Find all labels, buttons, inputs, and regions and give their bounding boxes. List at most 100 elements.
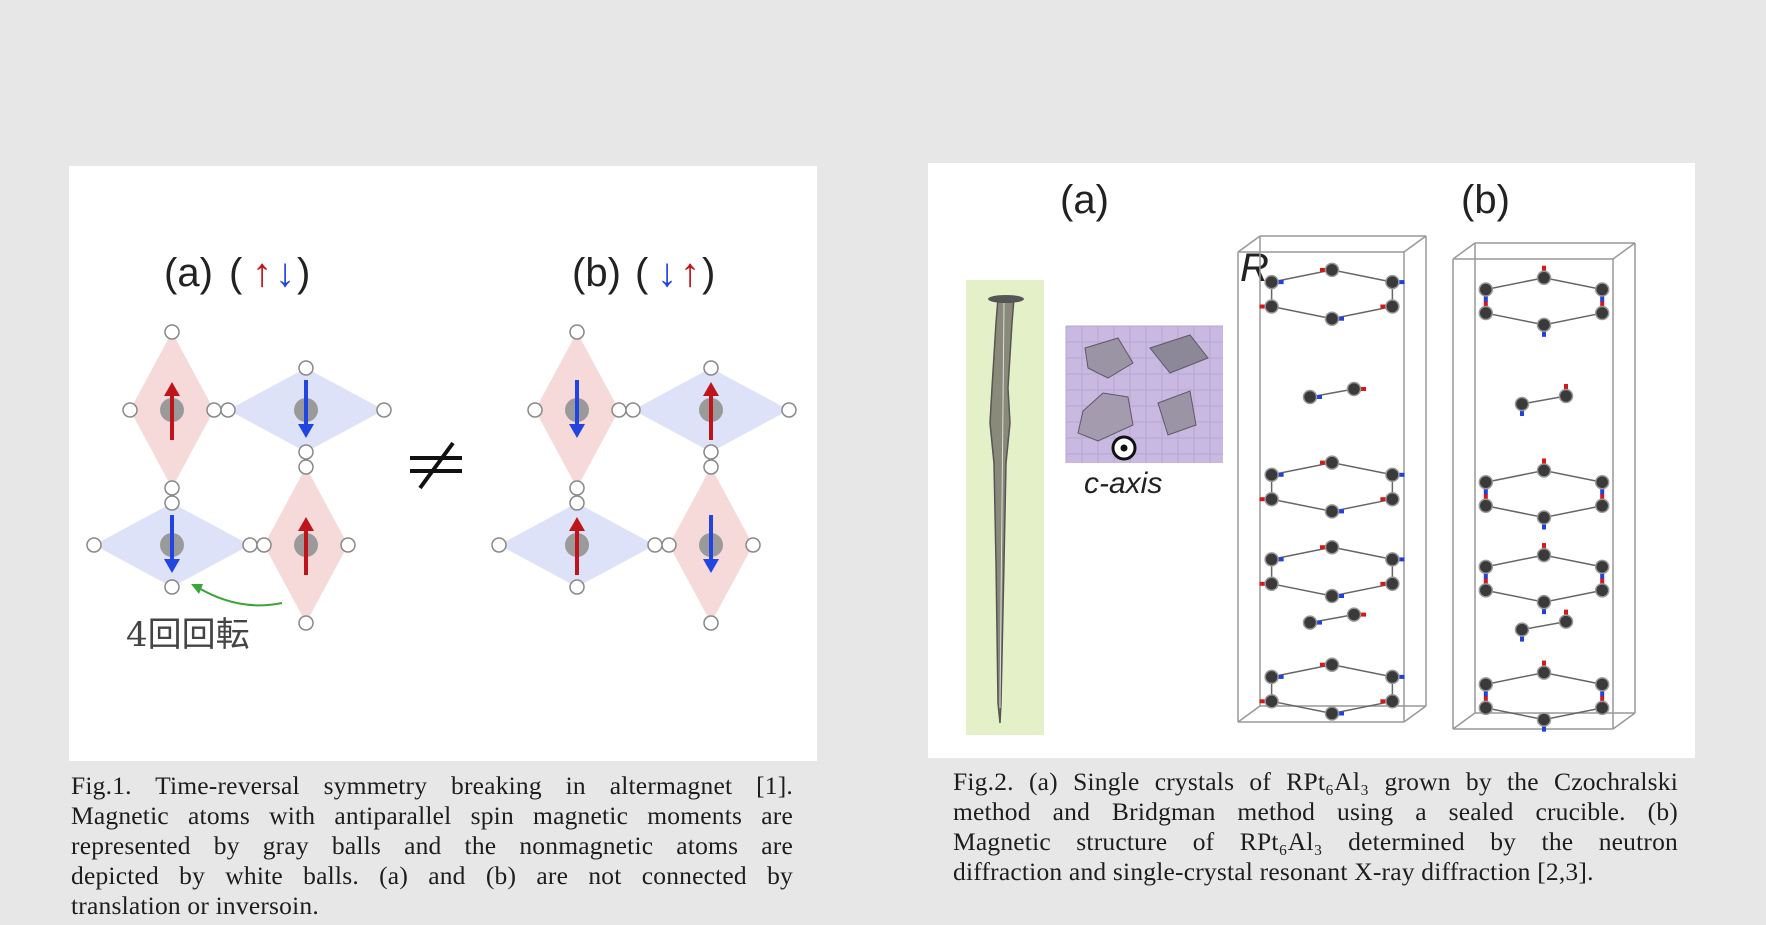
magnetic-structure-1	[1237, 235, 1427, 723]
s1-cell-edge-10	[1237, 705, 1261, 723]
s2-cell-edge-10	[1452, 712, 1476, 730]
structure-b	[491, 324, 797, 631]
nonmagnetic-atom-b3-1	[647, 537, 663, 553]
s1-atom-21	[1264, 669, 1279, 685]
s2-atom-21	[1478, 677, 1494, 692]
caption-1-line-2: Magnetic atoms with antiparallel spin ma…	[71, 801, 793, 830]
s1-atom-10	[1324, 455, 1340, 470]
s2-atom-22	[1536, 665, 1552, 680]
s2-atom-0	[1594, 305, 1610, 321]
c-axis-label: c-axis	[1084, 467, 1162, 500]
nonmagnetic-atom-b4-0	[703, 459, 719, 475]
nonmagnetic-atom-b1-0	[569, 324, 585, 340]
label-2a: (a)	[1060, 178, 1109, 222]
spin-arrow-head-a4	[298, 517, 314, 531]
nonmagnetic-atom-b4-1	[745, 537, 761, 553]
label-b-up-arrow: ↑	[680, 251, 700, 295]
s1-cell-edge-2	[1237, 235, 1261, 253]
caption-2-line-4: diffraction and single-crystal resonant …	[953, 857, 1594, 886]
s2-atom-5	[1594, 282, 1610, 297]
spin-arrow-head-b4	[703, 559, 719, 573]
label-b-open-paren: (	[635, 251, 649, 295]
s2-atom-13	[1536, 594, 1552, 610]
nonmagnetic-atom-b1-2	[569, 480, 585, 496]
nonmagnetic-atom-a2-1	[376, 402, 392, 418]
s2-atom-26	[1514, 622, 1530, 637]
magnetic-structure-2	[1452, 242, 1636, 732]
crystal-structure-figure: (a) (b) c-axis R	[966, 178, 1636, 735]
s2-atom-8	[1478, 498, 1494, 514]
s1-atom-19	[1324, 706, 1340, 721]
nonmagnetic-atom-a4-0	[298, 459, 314, 475]
label-a-up-arrow: ↑	[252, 251, 272, 295]
label-b-down-arrow: ↓	[657, 251, 677, 295]
s2-dimer-bond-1	[1521, 620, 1567, 631]
figure-2-caption: Fig.2. (a) Single crystals of RPt₆Al₃ gr…	[953, 767, 1678, 887]
nonmagnetic-atom-b1-3	[527, 402, 543, 418]
nonmagnetic-atom-a1-1	[206, 402, 222, 418]
s1-atom-0	[1385, 299, 1400, 314]
nonmagnetic-atom-b3-0	[569, 495, 585, 511]
s2-cell-edge-2	[1452, 242, 1476, 260]
figure-2-panel: (a) (b) c-axis R	[928, 163, 1695, 758]
s1-atom-6	[1385, 491, 1400, 507]
s1-atom-16	[1324, 539, 1340, 555]
s1-atom-13	[1324, 588, 1340, 604]
s1-atom-23	[1385, 669, 1400, 685]
s1-atom-27	[1346, 607, 1362, 622]
nonmagnetic-atom-b3-2	[569, 579, 585, 595]
nonmagnetic-atom-a1-2	[164, 480, 180, 496]
spin-arrow-head-a3	[164, 559, 180, 573]
nonmagnetic-atom-b1-1	[611, 402, 627, 418]
s2-atom-6	[1594, 498, 1610, 514]
rotation-label: 4回回転	[126, 615, 250, 655]
s1-atom-7	[1324, 504, 1340, 519]
s2-dimer-bond-0	[1521, 395, 1567, 405]
s1-atom-5	[1385, 274, 1400, 290]
s2-atom-15	[1478, 559, 1494, 575]
s1-hex-ring-1	[1270, 461, 1394, 513]
caption-1-line-4: depicted by white balls. (a) and (b) are…	[71, 861, 793, 890]
s2-atom-24	[1514, 396, 1530, 412]
figure-1-panel: (a) ( ↑ ↓ ) (b) ( ↓ ↑ ) 4回回転	[69, 166, 817, 761]
rotation-arrow	[196, 586, 283, 607]
spin-arrow-head-b1	[569, 424, 585, 438]
nonmagnetic-atom-a1-3	[122, 402, 138, 418]
caption-2-line-2: method and Bridgman method using a seale…	[953, 797, 1678, 826]
nonmagnetic-atom-a2-3	[220, 402, 236, 418]
caption-1-line-1: Fig.1. Time-reversal symmetry breaking i…	[71, 771, 793, 800]
label-b-close-paren: )	[702, 251, 715, 295]
s2-atom-25	[1558, 388, 1574, 404]
s2-atom-12	[1594, 583, 1610, 598]
s1-cell-edge-11	[1403, 705, 1427, 723]
s1-atom-3	[1264, 274, 1279, 290]
s2-atom-19	[1536, 712, 1552, 727]
nonmagnetic-atom-a3-1	[242, 537, 258, 553]
nonmagnetic-atom-a2-0	[298, 360, 314, 376]
s2-atom-14	[1478, 583, 1494, 598]
caption-2-line-3: Magnetic structure of RPt₆Al₃ determined…	[953, 827, 1678, 856]
s2-atom-7	[1536, 510, 1552, 525]
nonmagnetic-atom-b4-2	[703, 615, 719, 631]
s1-atom-24	[1302, 389, 1318, 405]
nonmagnetic-atom-a4-2	[298, 615, 314, 631]
figure-1-caption: Fig.1. Time-reversal symmetry breaking i…	[71, 771, 793, 921]
nonmagnetic-atom-b2-2	[703, 444, 719, 460]
nonmagnetic-atom-a3-0	[164, 495, 180, 511]
s2-atom-3	[1478, 282, 1494, 297]
label-a: (a)	[164, 251, 213, 295]
label-b: (b)	[572, 251, 621, 295]
needle-crystal-photo	[966, 280, 1044, 735]
label-a-close-paren: )	[297, 251, 310, 295]
label-a-down-arrow: ↓	[275, 251, 295, 295]
s1-atom-22	[1324, 657, 1340, 672]
altermagnet-diagram: (a) ( ↑ ↓ ) (b) ( ↓ ↑ ) 4回回転	[86, 251, 797, 655]
nonmagnetic-atom-b2-3	[625, 402, 641, 418]
spin-arrow-head-a2	[298, 424, 314, 438]
nonmagnetic-atom-a3-3	[86, 537, 102, 553]
label-R: R	[1240, 246, 1269, 290]
s1-atom-15	[1264, 552, 1279, 567]
spin-arrow-head-a1	[164, 382, 180, 396]
s1-atom-20	[1264, 694, 1279, 709]
s2-atom-20	[1478, 700, 1494, 716]
